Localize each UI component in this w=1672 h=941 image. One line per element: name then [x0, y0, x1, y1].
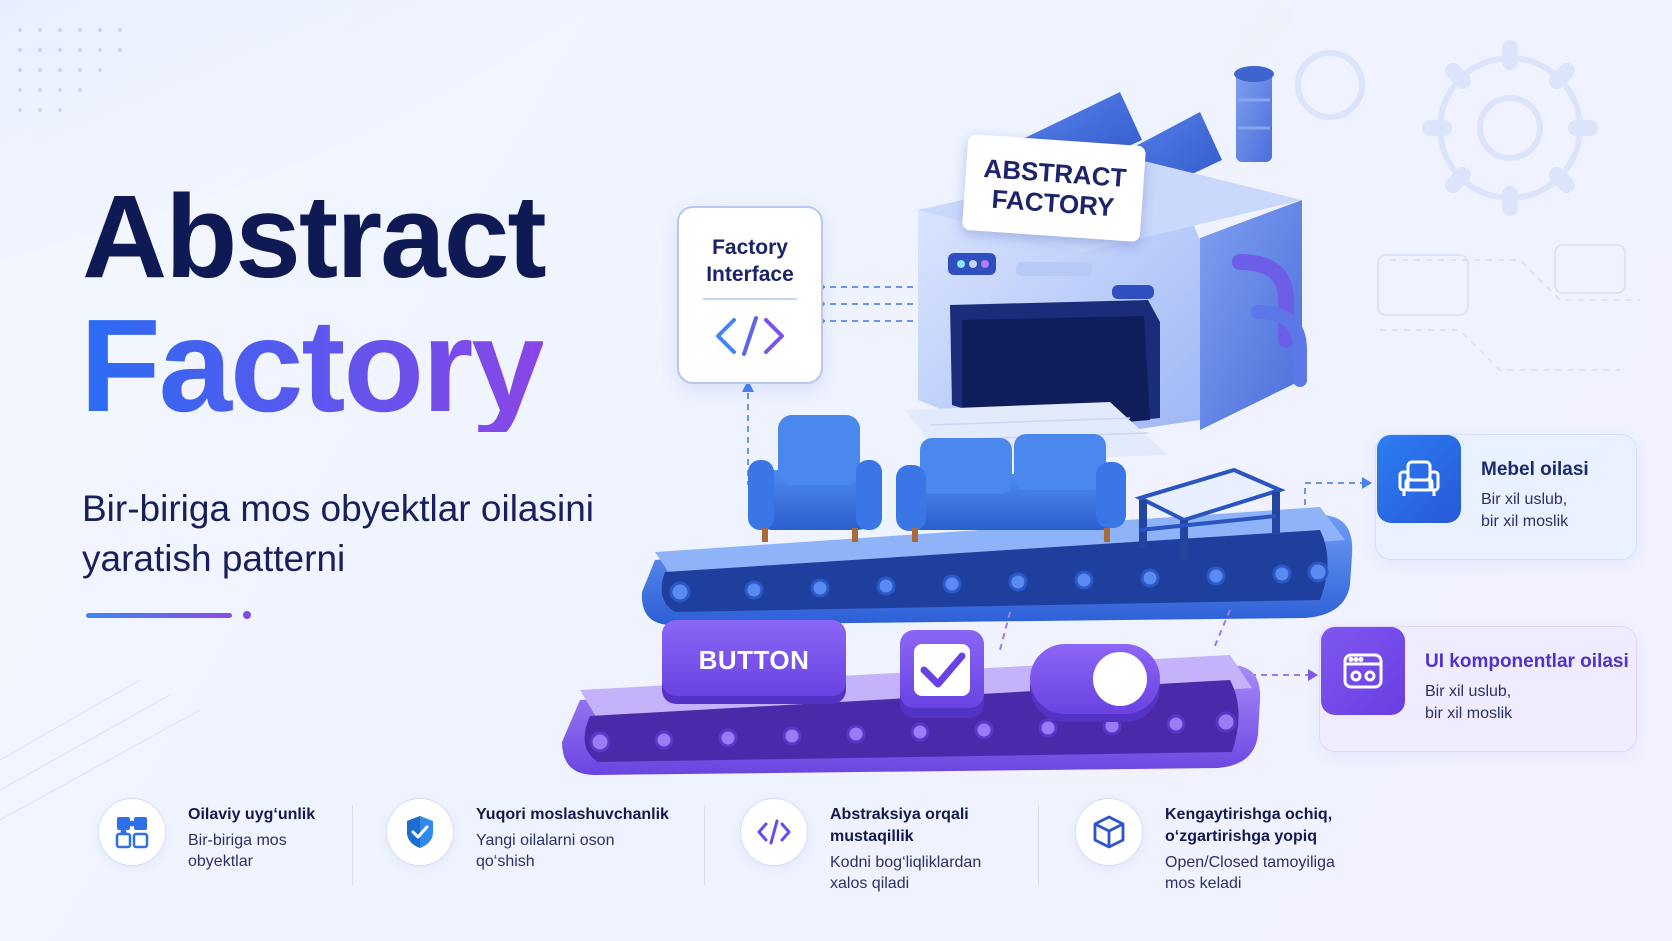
family-desc-line-1: Bir xil uslub, [1481, 491, 1568, 508]
puzzle-icon [98, 798, 166, 866]
feature-title: Abstraksiya orqali mustaqillik [830, 804, 1030, 848]
page-title-line-1: Abstract [82, 171, 547, 303]
app-window-icon [1321, 627, 1405, 715]
family-desc-line-1: Bir xil uslub, [1425, 683, 1512, 700]
family-description: Bir xil uslub, bir xil moslik [1425, 681, 1512, 725]
divider [703, 298, 797, 300]
feature-desc-line-2: mos keladi [1165, 875, 1242, 892]
family-description: Bir xil uslub, bir xil moslik [1481, 489, 1568, 533]
feature-title-line-2: o‘zgartirishga yopiq [1165, 828, 1318, 845]
factory-sign: ABSTRACT FACTORY [961, 133, 1147, 243]
shield-check-icon [386, 798, 454, 866]
feature-divider [1038, 805, 1039, 885]
code-icon [679, 312, 821, 365]
page-title-line-2: Factory [80, 292, 545, 439]
armchair-icon [1377, 435, 1461, 523]
feature-description: Bir-biriga mos obyektlar [188, 830, 388, 872]
cube-icon [1075, 798, 1143, 866]
feature-desc-line-2: qo‘shish [476, 853, 535, 870]
feature-family-harmony: Oilaviy uyg‘unlik Bir-biriga mos obyektl… [98, 798, 358, 898]
feature-description: Yangi oilalarni oson qo‘shish [476, 830, 676, 872]
feature-desc-line-1: Bir-biriga mos [188, 832, 287, 849]
feature-desc-line-2: obyektlar [188, 853, 253, 870]
accent-dot [243, 611, 251, 619]
feature-title-line-1: Abstraksiya orqali [830, 806, 969, 823]
family-card-ui-components: UI komponentlar oilasi Bir xil uslub, bi… [1319, 626, 1637, 752]
feature-desc-line-1: Kodni bog‘liqliklardan [830, 854, 982, 871]
family-desc-line-2: bir xil moslik [1425, 705, 1513, 722]
family-card-furniture: Mebel oilasi Bir xil uslub, bir xil mosl… [1375, 434, 1637, 560]
feature-description: Kodni bog‘liqliklardan xalos qiladi [830, 852, 1030, 894]
feature-desc-line-1: Yangi oilalarni oson [476, 832, 615, 849]
family-title: UI komponentlar oilasi [1425, 651, 1629, 672]
feature-desc-line-2: xalos qiladi [830, 875, 910, 892]
feature-title-line-1: Kengaytirishga ochiq, [1165, 806, 1333, 823]
code-icon [740, 798, 808, 866]
feature-title: Kengaytirishga ochiq, o‘zgartirishga yop… [1165, 804, 1395, 848]
factory-interface-card: Factory Interface [677, 206, 823, 384]
feature-title-line-2: mustaqillik [830, 828, 914, 845]
feature-open-closed: Kengaytirishga ochiq, o‘zgartirishga yop… [1075, 798, 1385, 898]
feature-high-flexibility: Yuqori moslashuvchanlik Yangi oilalarni … [386, 798, 686, 898]
feature-desc-line-1: Open/Closed tamoyiliga [1165, 854, 1335, 871]
feature-divider [704, 805, 705, 885]
feature-description: Open/Closed tamoyiliga mos keladi [1165, 852, 1395, 894]
page-subtitle: Bir-biriga mos obyektlar oilasini yarati… [82, 488, 595, 579]
ui-button-label: BUTTON [698, 644, 810, 675]
family-title: Mebel oilasi [1481, 459, 1589, 480]
feature-abstraction-independence: Abstraksiya orqali mustaqillik Kodni bog… [740, 798, 1040, 898]
feature-title: Oilaviy uyg‘unlik [188, 806, 316, 823]
family-desc-line-2: bir xil moslik [1481, 513, 1569, 530]
factory-interface-label: Factory Interface [706, 236, 794, 286]
feature-divider [352, 805, 353, 885]
feature-title: Yuqori moslashuvchanlik [476, 806, 669, 823]
accent-line [86, 613, 232, 618]
